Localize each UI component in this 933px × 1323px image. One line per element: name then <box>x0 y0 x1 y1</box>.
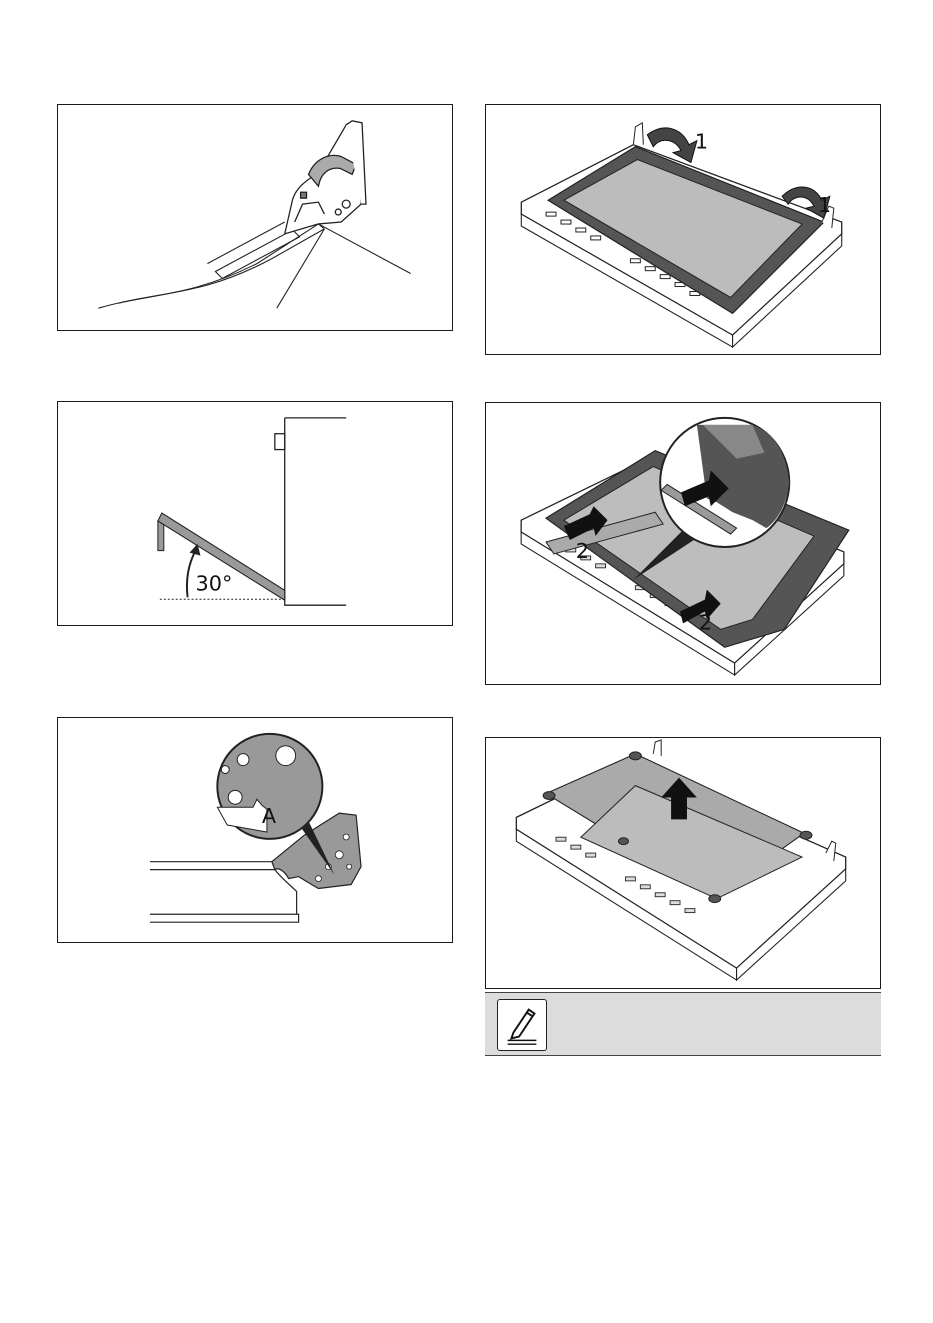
pencil-note-icon <box>497 999 547 1051</box>
figure-lift-glass <box>485 737 881 989</box>
figure-remove-cover: 1 1 <box>485 104 881 355</box>
detail-label-a: A <box>262 804 277 828</box>
door-tilt-illustration: 30° <box>58 402 452 625</box>
step-1-label-right: 1 <box>818 193 831 217</box>
step-1-label-left: 1 <box>695 130 708 154</box>
step-2-label-right: 2 <box>699 610 712 634</box>
hinge-detail-illustration: A <box>58 718 452 942</box>
figure-hinge-lever <box>57 104 453 331</box>
note-box <box>485 992 881 1056</box>
tilt-angle-label: 30° <box>196 571 233 595</box>
hinge-lever-illustration <box>58 105 452 330</box>
lift-glass-illustration <box>486 738 880 988</box>
figure-door-tilt: 30° <box>57 401 453 626</box>
figure-slide-panel: 2 2 <box>485 402 881 685</box>
remove-cover-illustration: 1 1 <box>486 105 880 354</box>
figure-hinge-detail: A <box>57 717 453 943</box>
step-2-label-left: 2 <box>576 539 589 563</box>
slide-panel-illustration: 2 2 <box>486 403 880 684</box>
